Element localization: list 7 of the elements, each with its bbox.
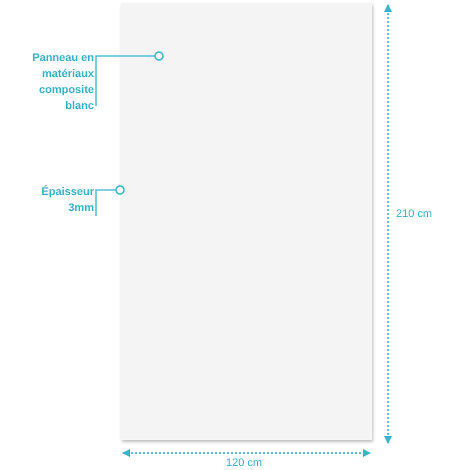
leader-line: [95, 51, 164, 106]
dimension-label: 210 cm: [396, 208, 432, 220]
leader-line: [95, 185, 125, 216]
panel-board: [121, 3, 372, 440]
dimension-label: 120 cm: [226, 457, 262, 469]
callout-label: Panneau en matériaux composite blanc: [14, 50, 94, 114]
callout-label: Épaisseur 3mm: [34, 184, 94, 216]
